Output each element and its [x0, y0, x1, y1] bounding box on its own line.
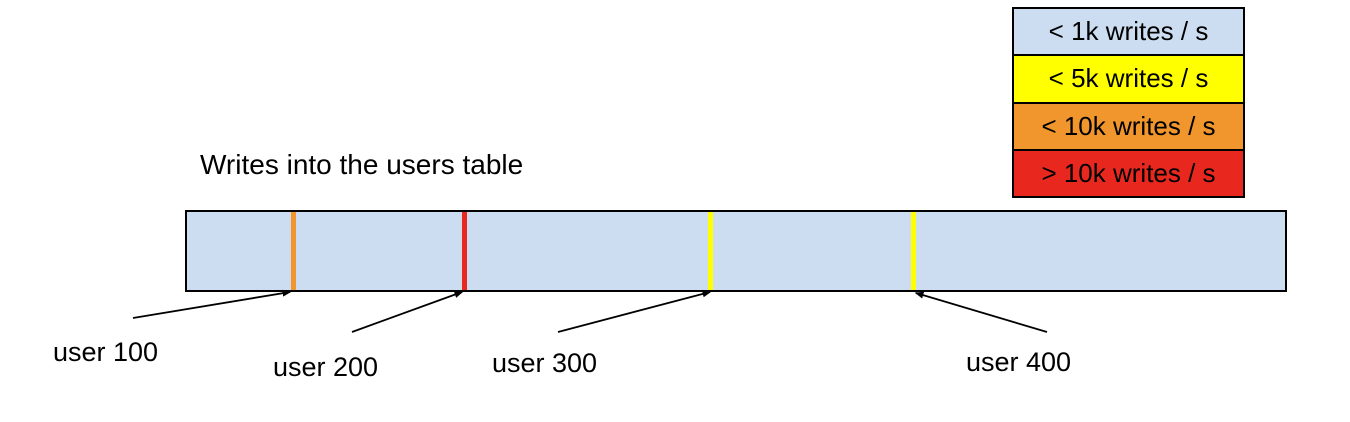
arrow-user-300 [557, 290, 712, 333]
write-rate-legend: < 1k writes / s< 5k writes / s< 10k writ… [1012, 7, 1245, 198]
users-table-keyspace-bar [185, 210, 1287, 292]
legend-item-2: < 5k writes / s [1014, 54, 1243, 102]
label-user-200: user 200 [273, 352, 379, 382]
label-user-400: user 400 [966, 347, 1072, 377]
arrow-user-400 [914, 291, 1048, 333]
legend-item-1: < 1k writes / s [1014, 9, 1243, 55]
legend-item-3: < 10k writes / s [1014, 101, 1243, 149]
label-user-100: user 100 [53, 337, 159, 367]
arrow-user-100 [132, 289, 292, 319]
label-user-300: user 300 [492, 348, 598, 378]
legend-item-4: > 10k writes / s [1014, 148, 1243, 196]
write-marker-user-400 [911, 212, 916, 290]
arrow-user-200 [351, 291, 464, 333]
diagram-title: Writes into the users table [200, 149, 524, 180]
write-marker-user-200 [462, 212, 467, 290]
write-marker-user-300 [708, 212, 713, 290]
write-marker-user-100 [291, 212, 296, 290]
